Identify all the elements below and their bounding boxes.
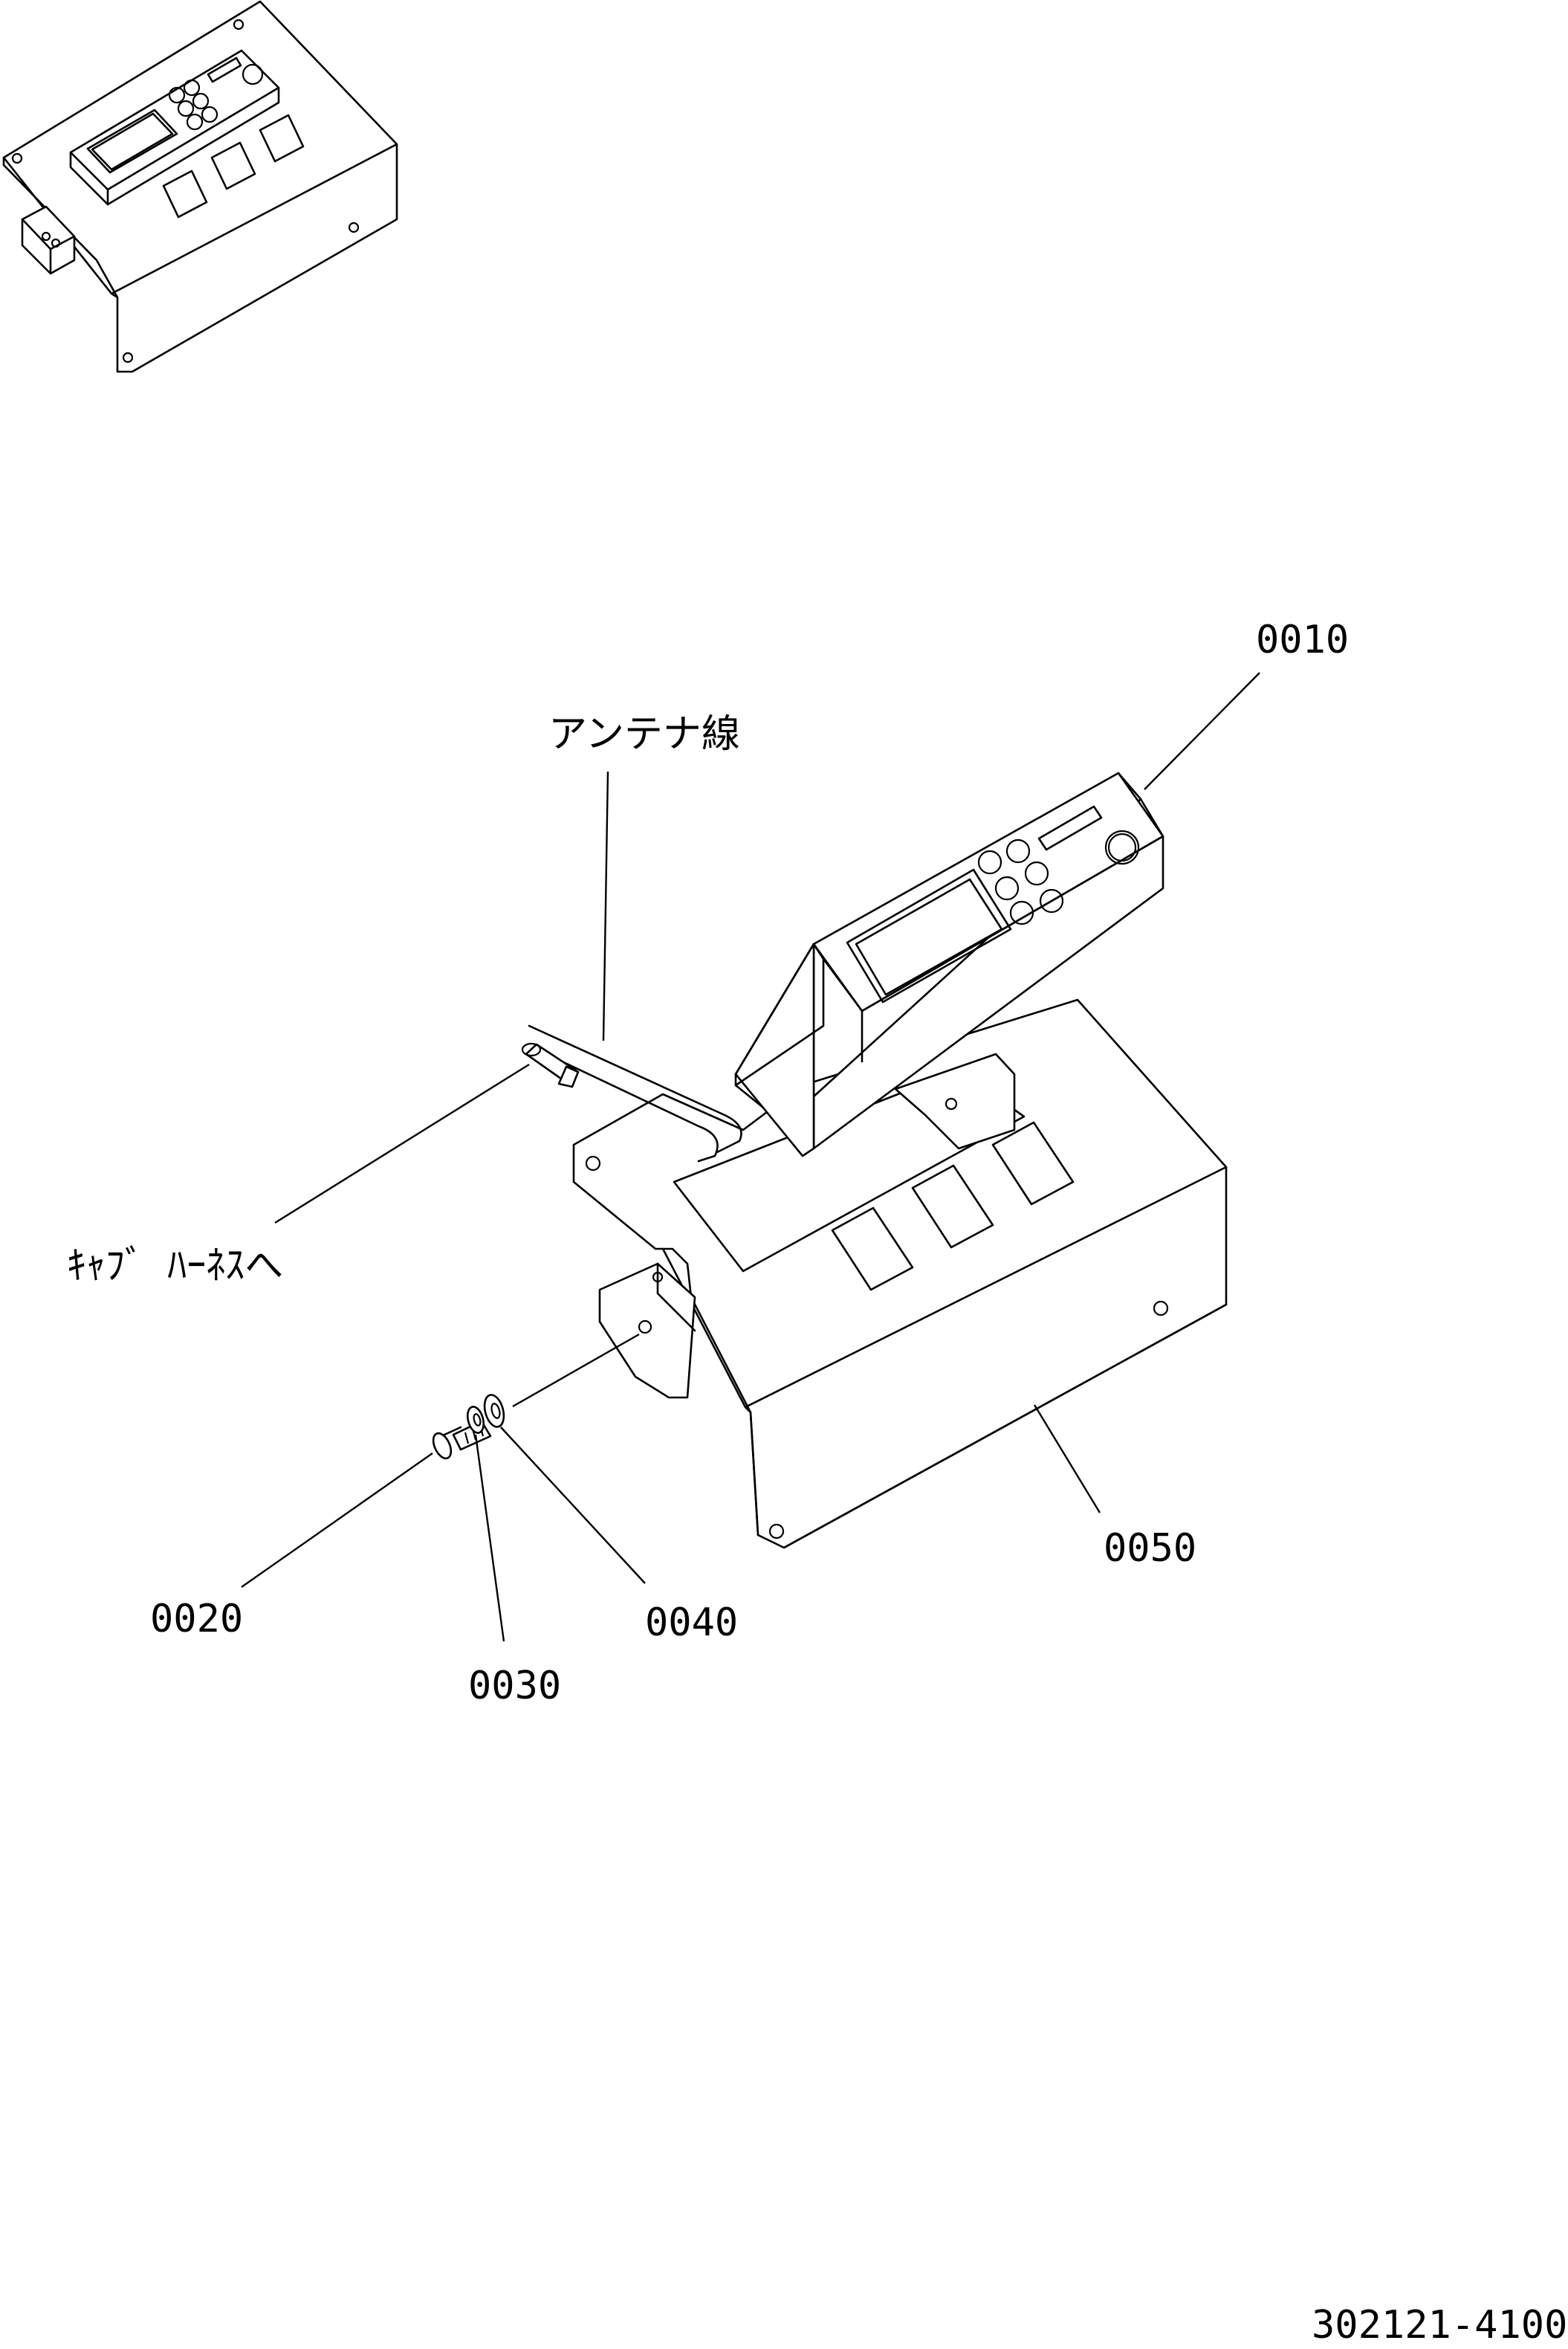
bracket-slot	[831, 1206, 914, 1291]
controller-button	[1009, 900, 1034, 925]
bracket-slot	[991, 1121, 1075, 1206]
controller-button	[1039, 888, 1064, 914]
inset-connector	[21, 205, 76, 275]
bracket-front-tab	[598, 1262, 696, 1399]
leader-0010	[1144, 672, 1260, 790]
callout-labels: 0010 アンテナ線 ｷｬﾌﾞ ﾊｰﾈｽへ 0020 0030 0040 005…	[67, 618, 1568, 2348]
inset-controller	[69, 49, 280, 206]
controller-small-display	[1037, 805, 1103, 851]
callout-0020: 0020	[150, 1597, 243, 1641]
controller-button	[977, 850, 1002, 875]
inset-bracket	[2, 0, 398, 373]
leader-0040	[500, 1426, 646, 1584]
assembled-overview-inset	[2, 0, 398, 373]
spring-washer-0030	[466, 1406, 485, 1434]
controller-knob	[1104, 830, 1140, 865]
drawing-number: 302121-41000	[1312, 2303, 1568, 2348]
leader-0050	[1033, 1404, 1101, 1513]
callout-0040: 0040	[645, 1600, 738, 1645]
assembly-axis	[512, 1333, 640, 1408]
antenna-wire-assembly	[521, 1024, 742, 1163]
label-to-cab-harness: ｷｬﾌﾞ ﾊｰﾈｽへ	[67, 1244, 283, 1288]
leader-cab-harness	[274, 1063, 530, 1224]
bracket-slot	[911, 1164, 994, 1249]
controller-button	[1024, 861, 1049, 886]
controller-unit-0010	[734, 772, 1164, 1157]
leader-antenna	[602, 771, 609, 1041]
controller-button	[1005, 839, 1031, 864]
label-antenna-wire: アンテナ線	[548, 712, 740, 757]
callout-0030: 0030	[468, 1664, 561, 1708]
leader-lines	[241, 672, 1260, 1642]
leader-0020	[241, 1453, 433, 1588]
controller-screen	[846, 868, 1012, 1004]
callout-0010: 0010	[1256, 618, 1349, 662]
leader-0030	[474, 1434, 505, 1642]
controller-button	[994, 876, 1020, 901]
flat-washer-0040	[483, 1394, 505, 1428]
callout-0050: 0050	[1104, 1526, 1196, 1571]
